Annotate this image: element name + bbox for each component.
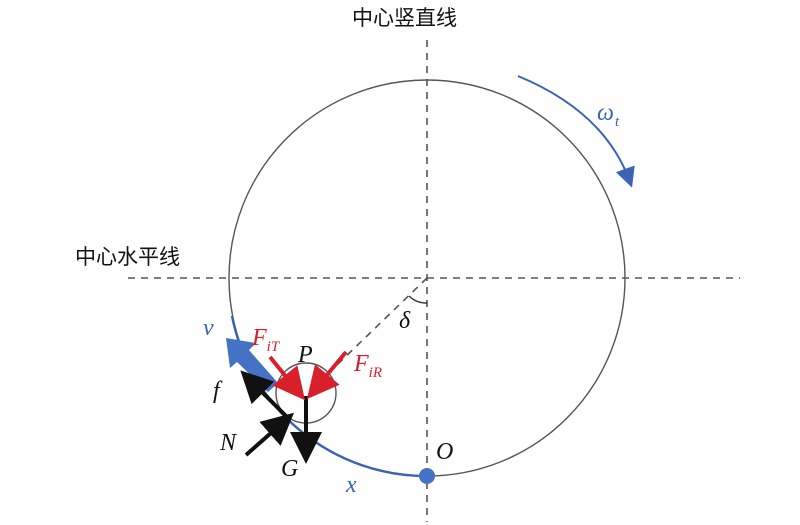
g-label: G [281, 456, 298, 482]
fit-label: FiT [251, 325, 281, 355]
force-fit-arrow [268, 355, 306, 401]
delta-label: δ [399, 308, 411, 334]
delta-angle-arc [408, 295, 428, 304]
x-label: x [345, 472, 357, 498]
omega-label: ωt [597, 100, 620, 130]
o-label: O [436, 439, 453, 465]
rotation-arrow [517, 75, 635, 188]
fir-label: FiR [353, 351, 382, 381]
friction-force-arrow [240, 370, 288, 418]
p-label: P [297, 342, 313, 368]
point-o [419, 468, 435, 484]
f-label: f [213, 378, 223, 404]
n-label: N [219, 430, 238, 456]
horizontal-line-label: 中心水平线 [75, 245, 180, 269]
force-fir-arrow [306, 350, 348, 400]
normal-force-arrow [244, 412, 295, 457]
vertical-line-label: 中心竖直线 [352, 6, 457, 30]
v-label: v [203, 315, 214, 341]
